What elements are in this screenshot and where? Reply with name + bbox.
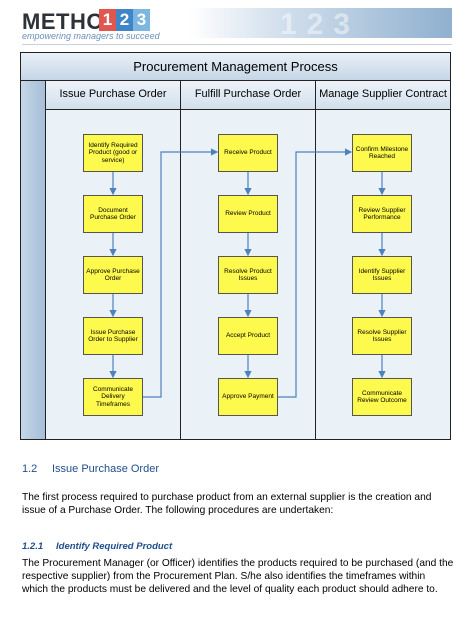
diagram-title: Procurement Management Process — [133, 59, 338, 74]
section-title: Issue Purchase Order — [52, 463, 159, 475]
diagram-title-bar: Procurement Management Process — [21, 53, 450, 81]
step-document-purchase-order: Document Purchase Order — [83, 195, 143, 233]
subsection-title: Identify Required Product — [56, 541, 173, 552]
step-approve-purchase-order: Approve Purchase Order — [83, 256, 143, 294]
step-receive-product: Receive Product — [218, 134, 278, 172]
arrow-to-receive-product — [143, 148, 219, 398]
step-issue-purchase-order: Issue Purchase Order to Supplier — [83, 317, 143, 355]
section-paragraph: The first process required to purchase p… — [22, 492, 432, 516]
step-communicate-review-outcome: Communicate Review Outcome — [352, 378, 412, 416]
step-confirm-milestone-reached: Confirm Milestone Reached — [352, 134, 412, 172]
step-approve-payment: Approve Payment — [218, 378, 278, 416]
step-review-product: Review Product — [218, 195, 278, 233]
lane-label: Fulfill Purchase Order — [194, 88, 302, 100]
subsection-paragraph: The Procurement Manager (or Officer) ide… — [22, 558, 454, 595]
step-resolve-supplier-issues: Resolve Supplier Issues — [352, 317, 412, 355]
lane-header-manage: Manage Supplier Contract — [316, 81, 450, 110]
step-communicate-delivery-timeframes: Communicate Delivery Timeframes — [83, 378, 143, 416]
lane-header-issue: Issue Purchase Order — [46, 81, 181, 110]
page-header: METHOD 1 2 3 empowering managers to succ… — [0, 0, 474, 48]
step-accept-product: Accept Product — [218, 317, 278, 355]
header-divider — [22, 44, 452, 45]
step-identify-required-product: Identify Required Product (good or servi… — [83, 134, 143, 172]
logo-tagline: empowering managers to succeed — [22, 31, 160, 41]
logo-digit-2: 2 — [116, 9, 133, 31]
section-number: 1.2 — [22, 463, 38, 475]
flow-arrows — [109, 148, 386, 398]
subsection-number: 1.2.1 — [22, 541, 44, 552]
section-heading: 1.2 Issue Purchase Order — [22, 463, 159, 475]
process-diagram: Procurement Management Process Issue Pur… — [20, 52, 451, 440]
step-resolve-product-issues: Resolve Product Issues — [218, 256, 278, 294]
lane-label: Manage Supplier Contract — [319, 88, 447, 100]
diagram-frame: Procurement Management Process Issue Pur… — [20, 52, 451, 440]
header-banner — [190, 8, 452, 38]
step-identify-supplier-issues: Identify Supplier Issues — [352, 256, 412, 294]
diagram-side-bar — [21, 81, 46, 439]
arrow-to-confirm-milestone — [278, 148, 353, 398]
lane-label: Issue Purchase Order — [59, 88, 167, 100]
subsection-heading: 1.2.1 Identify Required Product — [22, 541, 172, 552]
step-review-supplier-performance: Review Supplier Performance — [352, 195, 412, 233]
logo-digit-1: 1 — [99, 9, 116, 31]
logo-digits: 1 2 3 — [99, 9, 150, 31]
logo-digit-3: 3 — [133, 9, 150, 31]
banner-decoration: 123 — [280, 8, 361, 41]
lane-header-fulfill: Fulfill Purchase Order — [181, 81, 316, 110]
